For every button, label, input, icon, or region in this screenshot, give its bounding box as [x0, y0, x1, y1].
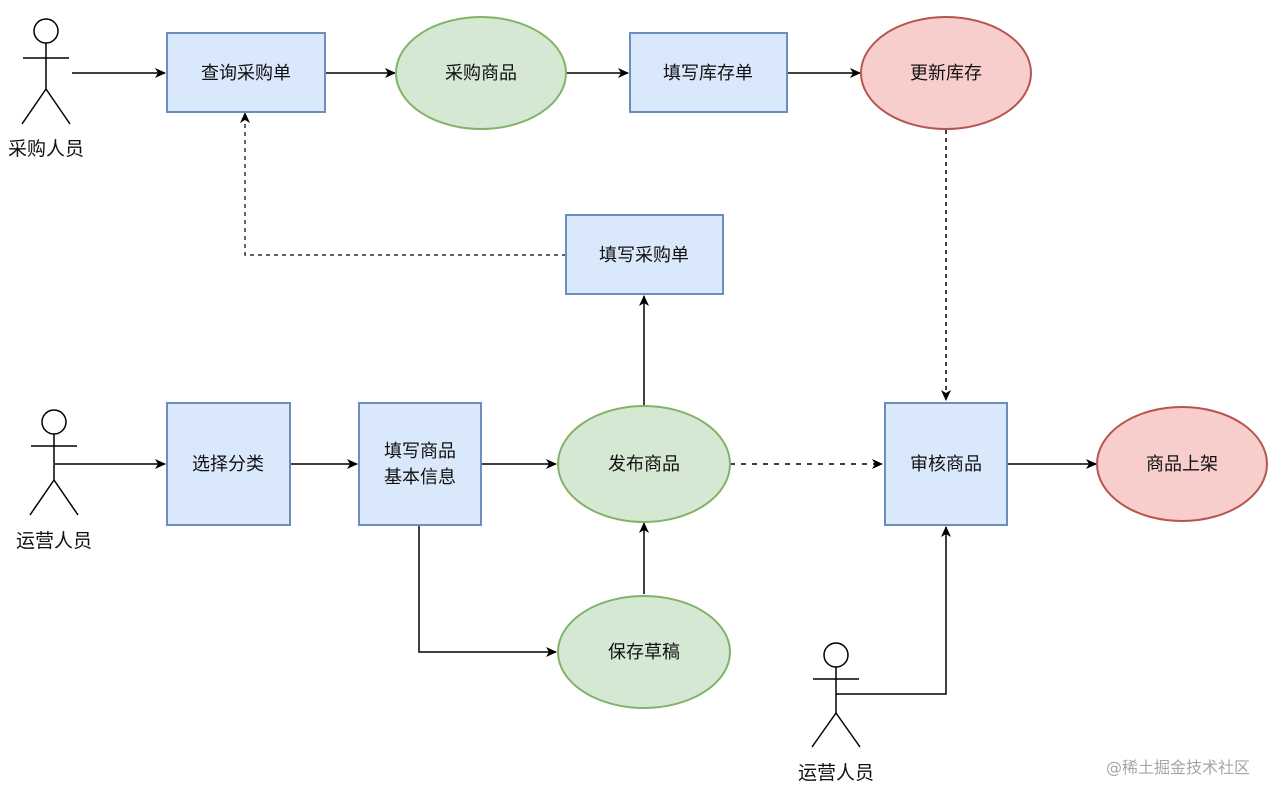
actor-purchaser-label: 采购人员: [8, 138, 84, 160]
stick-figure-icon: [21, 18, 71, 125]
watermark-text: @稀土掘金技术社区: [1106, 758, 1250, 777]
node-save-draft-label: 保存草稿: [608, 642, 680, 663]
node-select-category[interactable]: 选择分类: [166, 402, 291, 526]
actor-operator-left[interactable]: 运营人员: [16, 409, 92, 552]
node-publish-goods-label: 发布商品: [608, 454, 680, 475]
nodes: 查询采购单 采购商品 填写库存单 更新库存 填写采购单 选择分类 填写商品 基本: [166, 16, 1268, 709]
node-select-category-label: 选择分类: [192, 454, 264, 475]
node-update-stock[interactable]: 更新库存: [860, 16, 1032, 130]
node-update-stock-label: 更新库存: [910, 63, 982, 84]
node-query-po[interactable]: 查询采购单: [166, 32, 326, 113]
edges: [55, 68, 1097, 695]
node-fill-po[interactable]: 填写采购单: [565, 214, 724, 295]
node-save-draft[interactable]: 保存草稿: [557, 595, 731, 709]
node-fill-goods-info-line1: 填写商品: [384, 441, 456, 462]
actor-operator-left-label: 运营人员: [16, 530, 92, 552]
edge-fill-po-to-query-po: [240, 112, 566, 256]
node-fill-stock-form-label: 填写库存单: [663, 63, 753, 84]
node-purchase-goods[interactable]: 采购商品: [395, 16, 567, 130]
node-goods-online[interactable]: 商品上架: [1096, 406, 1268, 522]
node-query-po-label: 查询采购单: [201, 63, 291, 84]
node-fill-goods-info[interactable]: 填写商品 基本信息: [358, 402, 482, 526]
actor-operator-bottom-label: 运营人员: [798, 762, 874, 784]
stick-figure-icon: [29, 409, 79, 516]
edge-operator-to-review-goods: [836, 526, 951, 695]
actors: 采购人员 运营人员 运营人员: [8, 18, 874, 784]
actor-purchaser[interactable]: 采购人员: [8, 18, 84, 160]
node-publish-goods[interactable]: 发布商品: [557, 405, 731, 523]
node-fill-stock-form[interactable]: 填写库存单: [629, 32, 788, 113]
node-purchase-goods-label: 采购商品: [445, 63, 517, 84]
node-review-goods[interactable]: 审核商品: [884, 402, 1008, 526]
node-goods-online-label: 商品上架: [1146, 454, 1218, 475]
node-review-goods-label: 审核商品: [910, 454, 982, 475]
edge-fill-goods-info-to-save-draft: [418, 525, 557, 657]
node-fill-po-label: 填写采购单: [599, 245, 689, 266]
actor-operator-bottom[interactable]: 运营人员: [798, 642, 874, 784]
node-fill-goods-info-line2: 基本信息: [384, 467, 456, 488]
stick-figure-icon: [811, 642, 861, 748]
